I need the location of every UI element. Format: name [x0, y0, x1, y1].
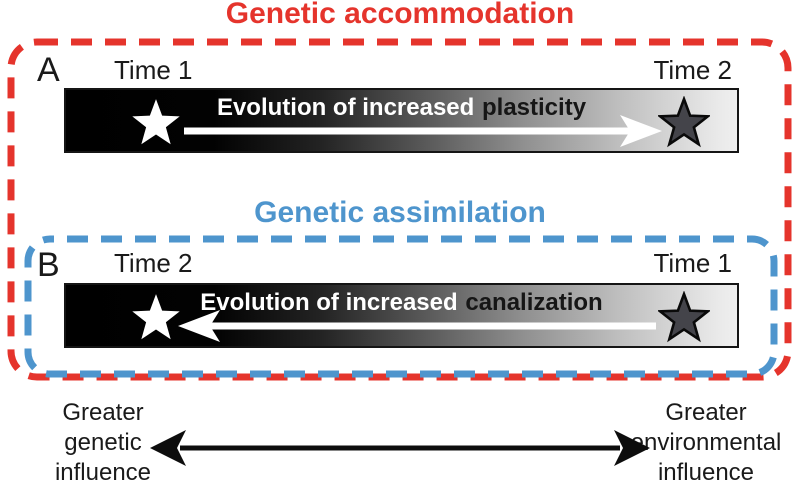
- axis-right-line-1: Greater: [665, 399, 747, 426]
- panel-a-bar-caption: Evolution of increased plasticity: [66, 94, 737, 122]
- double-headed-arrow-icon: [150, 430, 650, 466]
- panel-a-gradient-bar: Evolution of increased plasticity: [64, 88, 739, 153]
- panel-b-gradient-bar: Evolution of increased canalization: [64, 283, 739, 348]
- panel-b-bar-caption: Evolution of increased canalization: [66, 289, 737, 317]
- panel-b-time-right: Time 1: [653, 248, 733, 278]
- white-star-icon: [132, 294, 180, 340]
- left-arrow-icon: [178, 310, 656, 342]
- panel-a-caption-light: Evolution of increased: [216, 94, 475, 121]
- axis-right-line-2: environmental: [630, 429, 782, 456]
- assimilation-title: Genetic assimilation: [254, 196, 546, 229]
- white-star-icon: [132, 99, 180, 145]
- axis-left-line-2: genetic: [64, 429, 142, 456]
- axis-left-label: Greater genetic influence: [28, 398, 178, 488]
- axis-left-line-3: influence: [54, 459, 152, 486]
- panel-b-time-left: Time 2: [114, 248, 193, 278]
- right-arrow-icon: [184, 115, 662, 147]
- axis-right-label: Greater environmental influence: [618, 398, 794, 488]
- dark-star-icon: [658, 96, 710, 148]
- accommodation-title: Genetic accommodation: [225, 0, 575, 30]
- panel-b-label: B: [37, 246, 60, 284]
- panel-a-time-right: Time 2: [653, 55, 733, 85]
- axis-left-line-1: Greater: [62, 399, 144, 426]
- panel-b-caption-dark: canalization: [465, 289, 603, 316]
- panel-a-label: A: [37, 51, 60, 89]
- panel-a-caption-dark: plasticity: [482, 94, 587, 121]
- panel-b-caption-light: Evolution of increased: [200, 289, 458, 316]
- panel-a-time-left: Time 1: [114, 55, 193, 85]
- axis-right-line-3: influence: [657, 459, 755, 486]
- dark-star-icon: [658, 291, 710, 343]
